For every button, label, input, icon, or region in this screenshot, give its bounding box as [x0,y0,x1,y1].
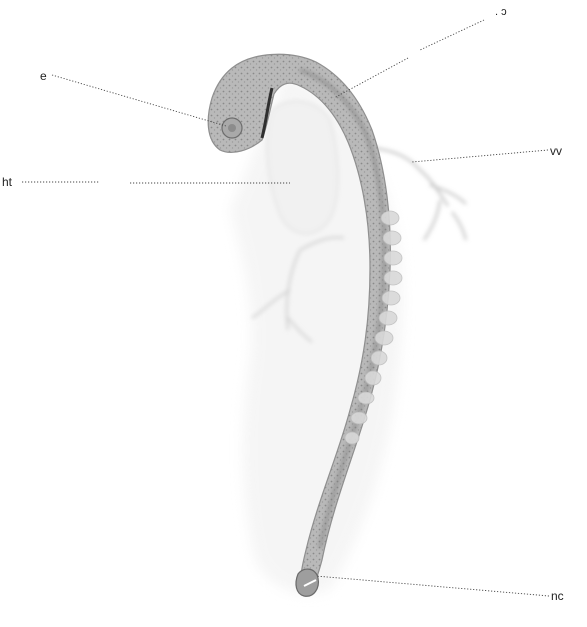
optic-vesicle-core [228,124,236,132]
label-eye: e [40,70,47,82]
tail-bud [296,569,318,596]
leader-line-vv [412,150,548,162]
leader-line-e [52,75,226,126]
leader-line-nc [316,576,549,596]
label-vitelline-vessels: vv [550,145,562,157]
label-top-fragment: . ɔ [495,7,507,18]
leader-line-g [420,20,484,50]
label-heart: ht [2,176,12,188]
label-notochord: nc [551,590,564,602]
